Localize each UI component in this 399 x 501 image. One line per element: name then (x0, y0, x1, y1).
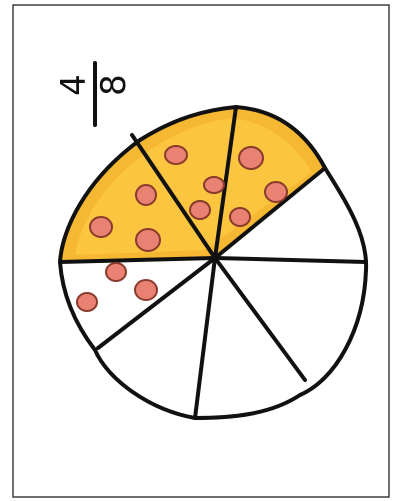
fraction-label: 4 8 (54, 63, 134, 125)
pepperoni (136, 229, 160, 251)
pepperoni (165, 146, 187, 164)
pepperoni (230, 208, 250, 226)
pepperoni (239, 147, 263, 169)
pepperoni (136, 185, 156, 205)
pepperoni (135, 280, 157, 300)
pepperoni (190, 201, 210, 219)
pepperoni (90, 217, 112, 237)
pepperoni (106, 263, 126, 281)
pepperoni (77, 293, 97, 311)
pepperoni (265, 182, 287, 202)
slice-line (195, 258, 215, 418)
fraction-denominator: 8 (94, 74, 134, 96)
slice-line (215, 258, 305, 380)
fraction-numerator: 4 (54, 74, 94, 96)
slice-line (215, 258, 366, 262)
pepperoni (204, 177, 224, 193)
